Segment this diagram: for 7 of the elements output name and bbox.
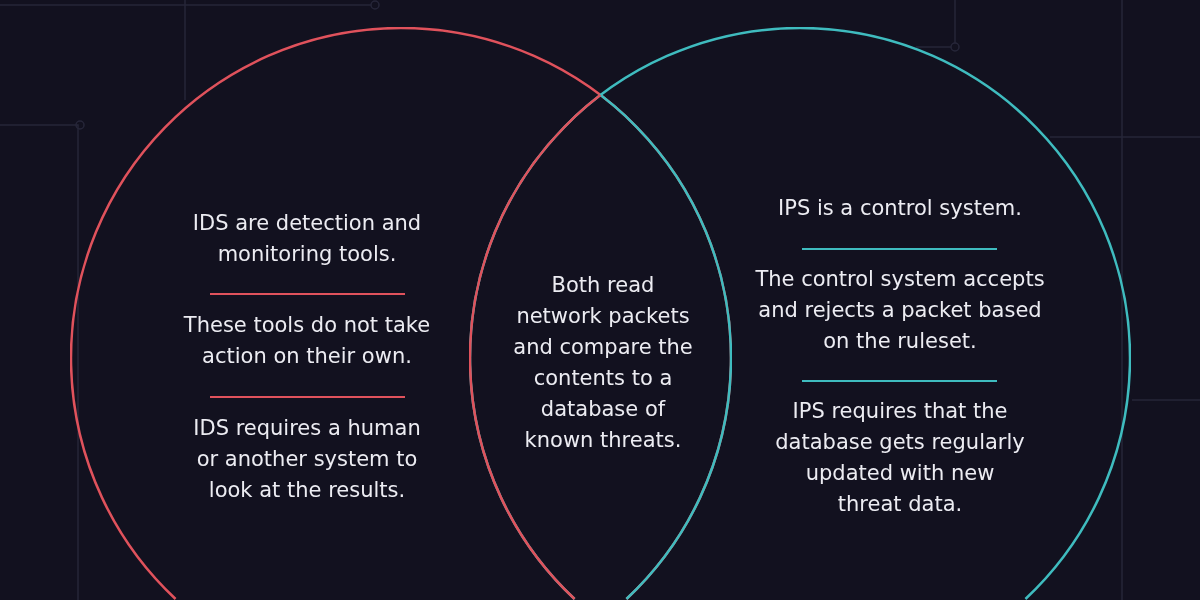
description-text: IDS are detection and monitoring tools. <box>191 210 423 268</box>
overlap-text: Both read network packets and compare the contents to a database of known threats. <box>512 272 694 454</box>
description-text: These tools do not take action on their own. <box>182 312 432 370</box>
description-text: IPS is a control system. <box>777 195 1023 222</box>
description-text: IDS requires a human or another system to look at the results. <box>192 415 422 504</box>
description-text: IPS requires that the database gets regularly updated with new threat data. <box>774 398 1026 518</box>
description-text: The control system accepts and rejects a packet based on the ruleset. <box>754 266 1046 355</box>
